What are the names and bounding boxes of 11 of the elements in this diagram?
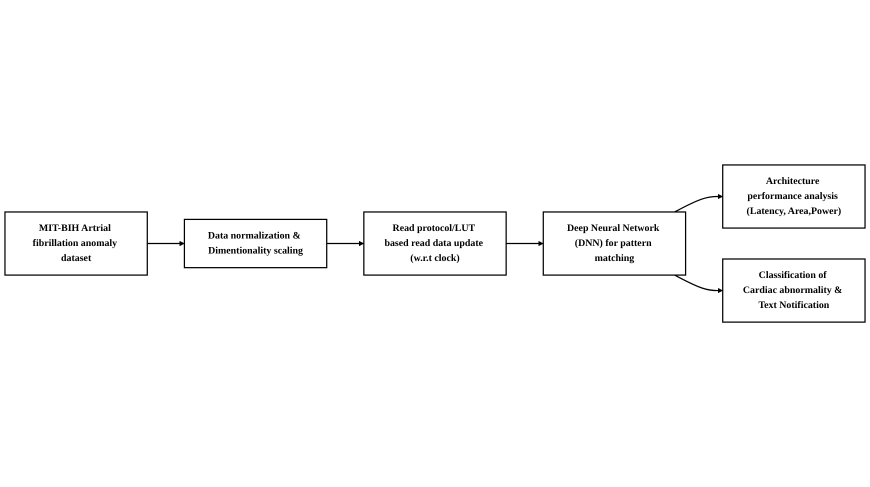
arrow <box>674 274 723 294</box>
arrow <box>326 240 364 246</box>
node-box: MIT-BIH Artrial fibrillation anomaly dataset <box>4 211 148 276</box>
node-box: Classification of Cardiac abnormality & Text Notification <box>722 258 866 323</box>
arrow <box>147 240 185 246</box>
node-box: Architecture performance analysis (Latency, Area,Power) <box>722 164 866 229</box>
node-box: Deep Neural Network (DNN) for pattern matching <box>542 211 686 276</box>
arrow <box>506 240 544 246</box>
arrow <box>674 194 723 212</box>
node-box: Read protocol/LUT based read data update (w.r.t clock) <box>363 211 507 276</box>
node-box: Data normalization & Dimentionality scaling <box>184 218 328 268</box>
